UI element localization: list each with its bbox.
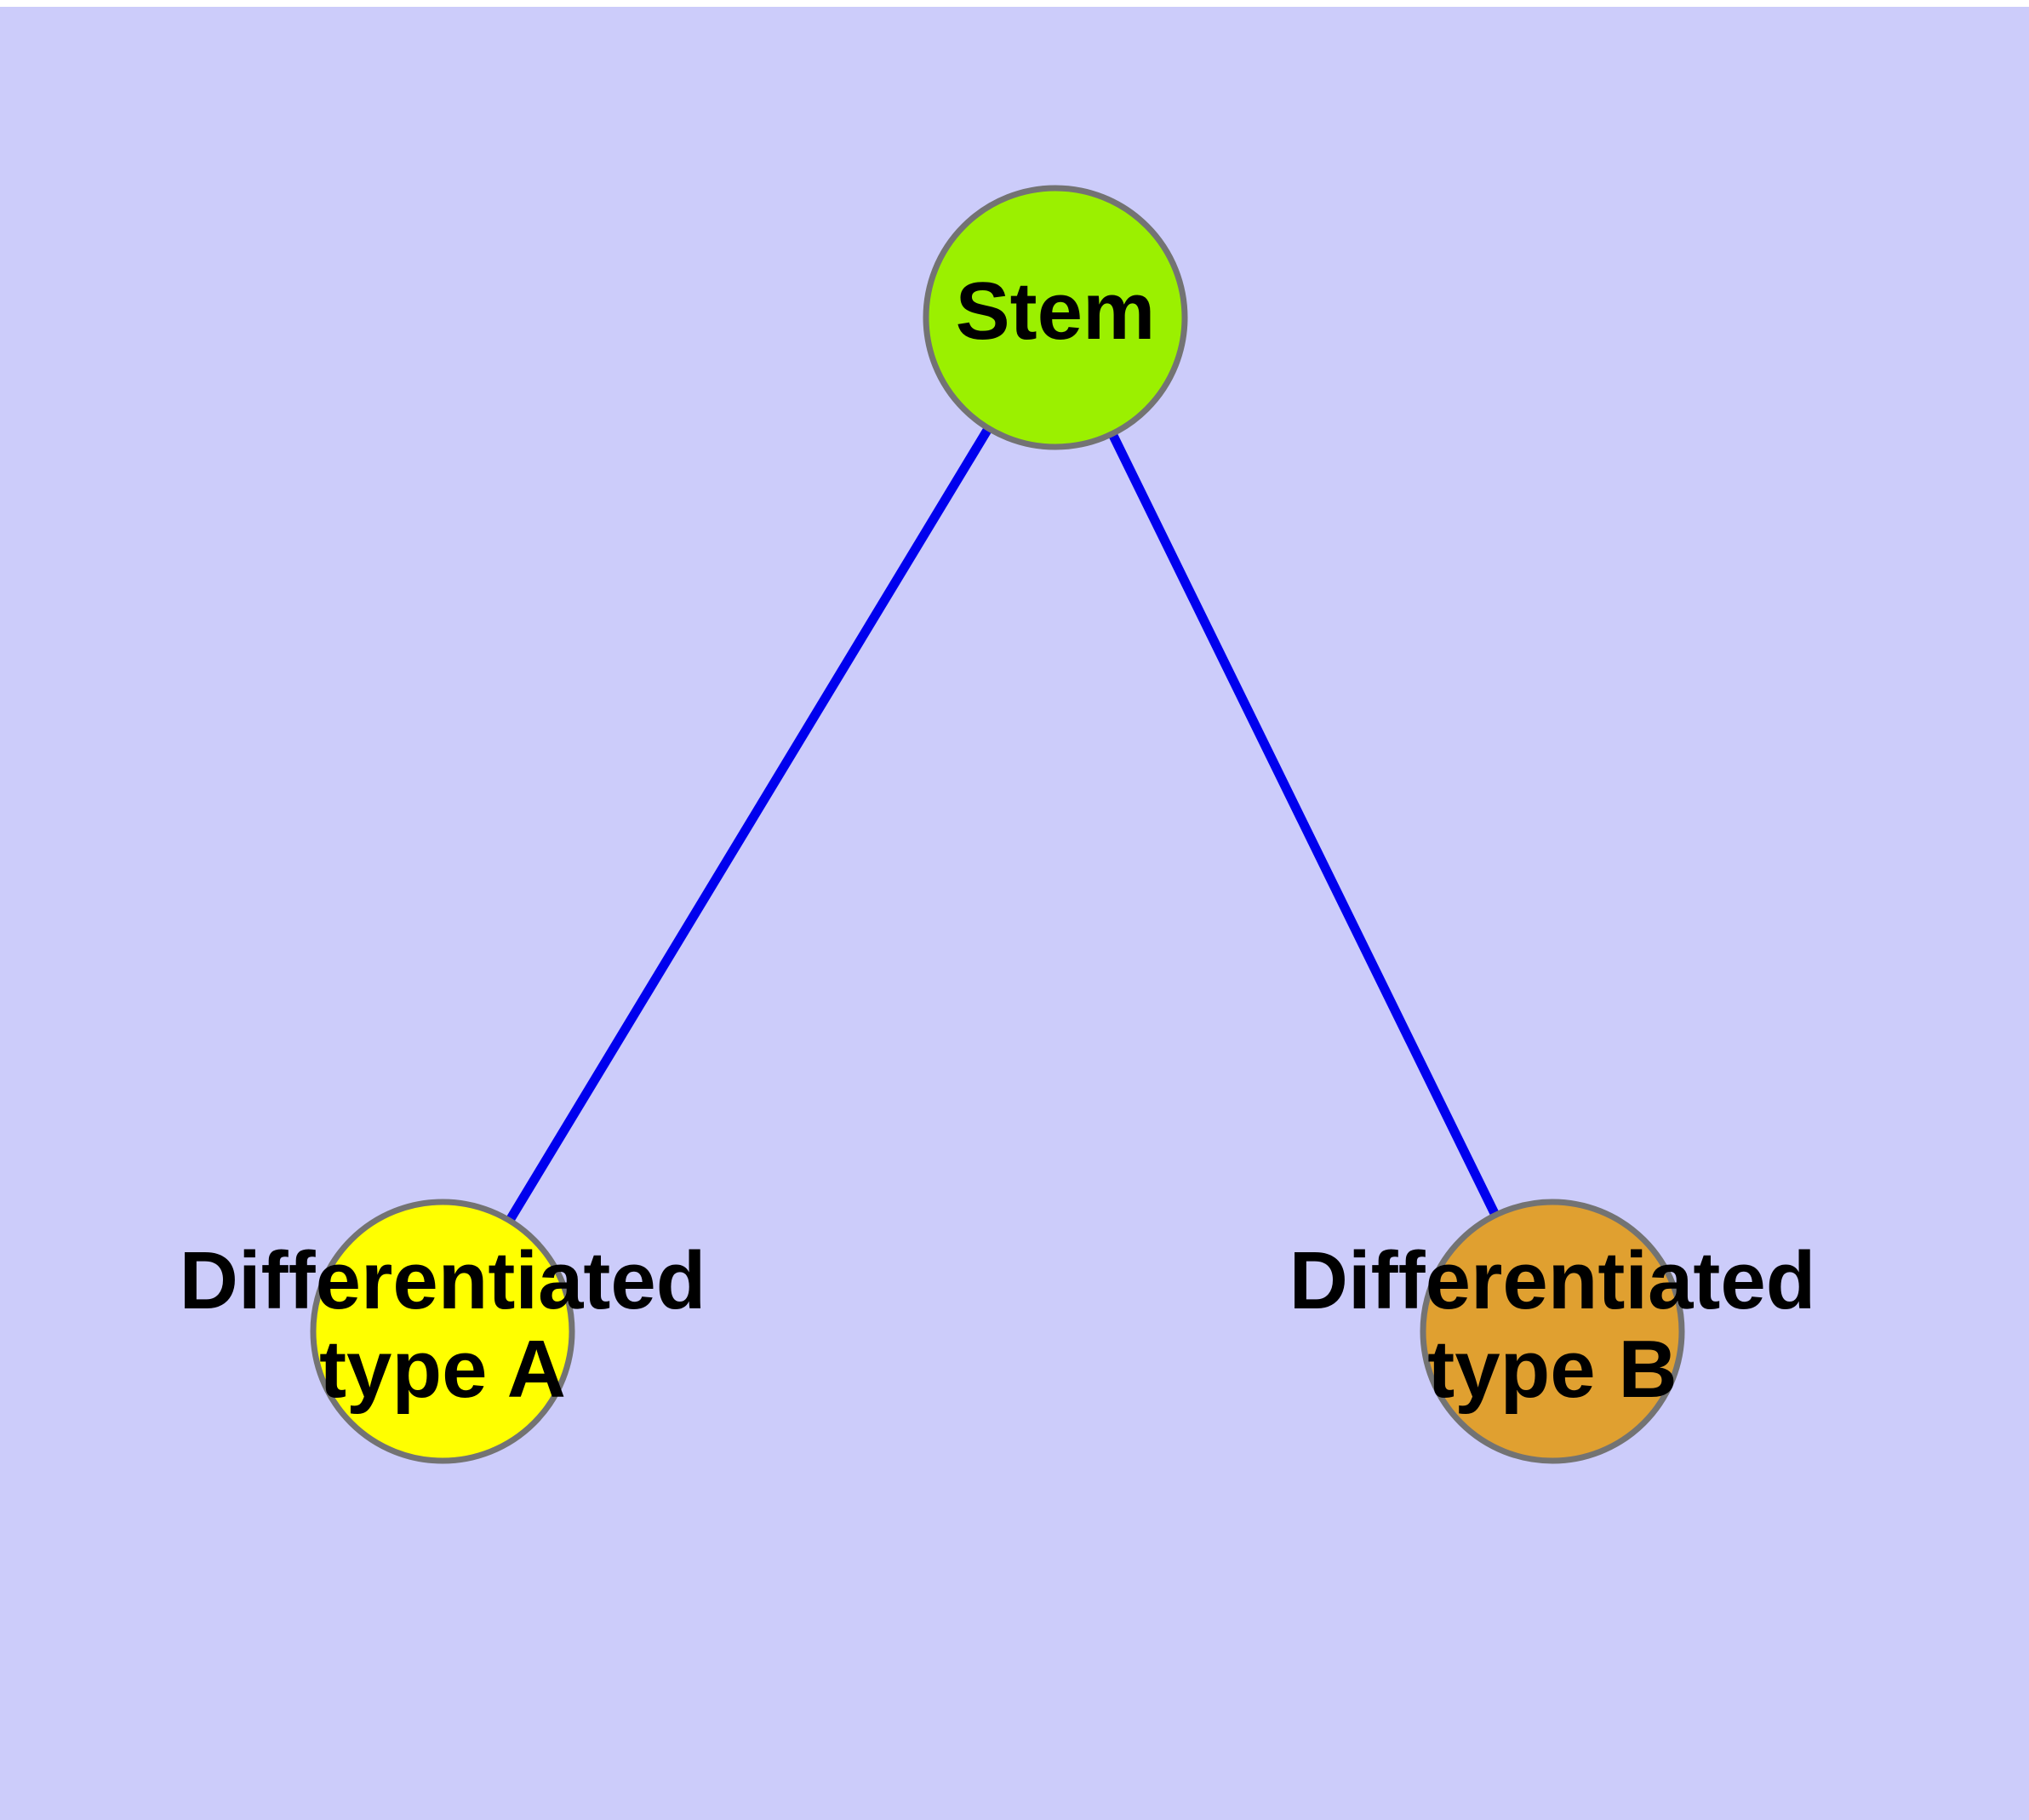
edges-layer	[505, 426, 1500, 1223]
graph-edge-stem-to-diff_b	[1107, 432, 1500, 1217]
graph-edge-stem-to-diff_a	[505, 426, 993, 1223]
graph-node-diff_b[interactable]	[1420, 1199, 1685, 1464]
graph-node-stem[interactable]	[923, 185, 1188, 450]
nodes-layer	[310, 185, 1685, 1464]
top-margin-strip	[0, 0, 2029, 7]
graph-node-diff_a[interactable]	[310, 1199, 575, 1464]
